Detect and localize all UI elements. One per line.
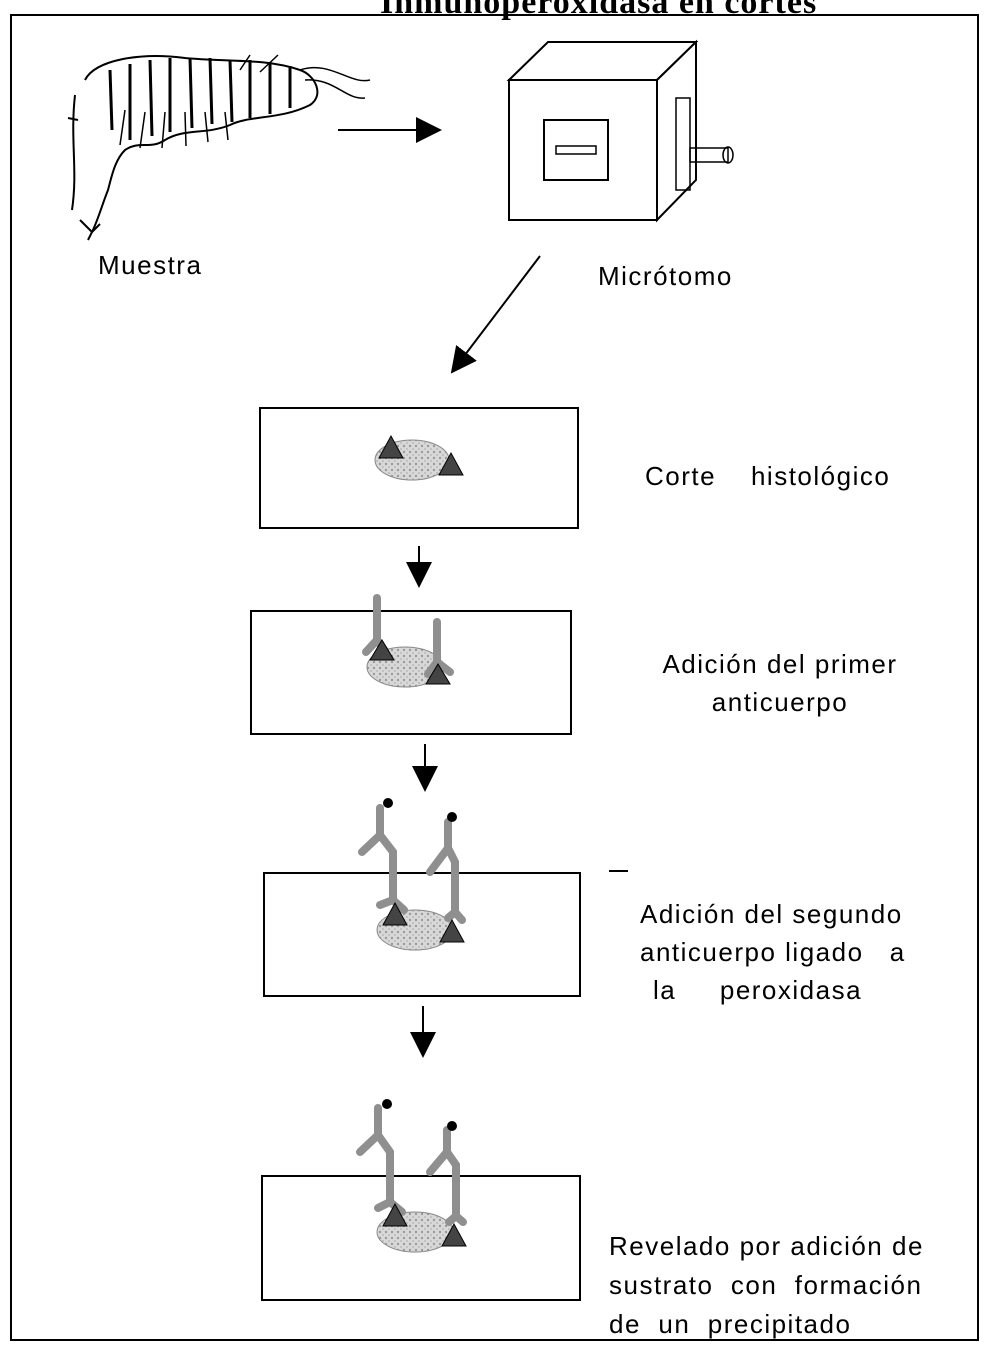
label-step-2-line-2: anticuerpo [711,687,849,717]
label-step-4-line-2: sustrato con formación [609,1270,923,1300]
label-step-2-line-1: Adición del primer [662,649,898,679]
peroxidase-icon [383,798,393,808]
microtome-icon [506,39,734,223]
label-step-3-line-1: Adición del segundo [640,899,903,929]
peroxidase-icon [447,812,457,822]
label-microtome: Micrótomo [598,261,733,291]
antigen-icon [441,1222,467,1247]
primary-antibody-icon [362,594,454,678]
label-sample: Muestra [98,250,203,280]
label-step-3-line-2: anticuerpo ligado a [640,937,906,967]
antigen-icon [369,639,395,661]
secondary-antibody-icon [358,804,466,924]
slide-section [259,407,579,529]
label-step-4-line-1: Revelado por adición de [609,1231,924,1261]
antigen-icon [382,1202,408,1227]
label-step-4-line-3: de un precipitado [609,1309,852,1339]
diagram-frame [10,14,979,1341]
peroxidase-icon [447,1121,457,1131]
antigen-icon [439,918,465,943]
label-step-3-line-3: la peroxidasa [653,975,863,1005]
slide-secondary-antibody [263,798,581,997]
slide-developed [261,1099,581,1301]
antigen-icon [382,901,408,926]
antigen-icon [425,663,451,685]
antigen-icon [438,451,464,476]
arrow-microtome-to-section [450,255,541,374]
secondary-antibody-icon [356,1104,467,1226]
antigen-icon [378,434,404,459]
shrimp-icon [67,54,371,241]
peroxidase-icon [382,1099,392,1109]
slide-primary-antibody [250,594,572,735]
label-step-1: Corte histológico [645,461,891,491]
